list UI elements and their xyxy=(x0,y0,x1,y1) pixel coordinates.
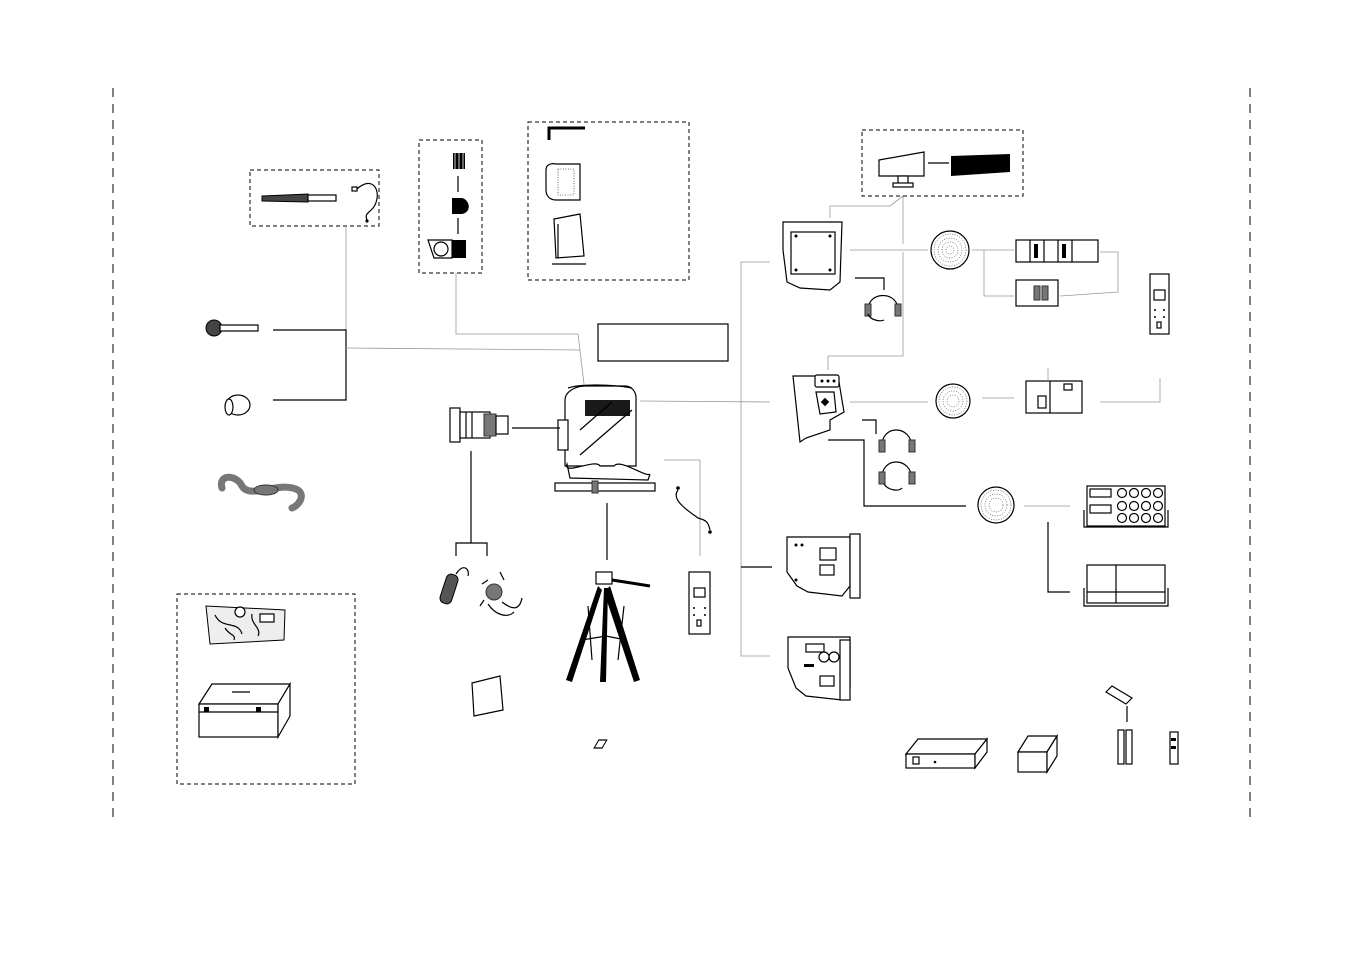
video-monitor-console-icon xyxy=(1083,564,1169,607)
viewfinder-accessory-group xyxy=(861,129,1024,197)
mic-cable-icon xyxy=(351,182,378,223)
cable-icon xyxy=(675,486,712,534)
camera-head-icon xyxy=(554,384,656,494)
fiber-cable-drum-2-icon xyxy=(935,383,971,419)
rain-cover-icon xyxy=(205,605,286,645)
hand-microphone-icon xyxy=(205,319,259,337)
focus-demand-icon xyxy=(479,571,523,616)
camera-adaptor-top-icon xyxy=(782,221,843,291)
wind-screen-icon xyxy=(224,394,251,416)
camera-adaptor-lower-2-icon xyxy=(787,636,851,701)
fiber-cable-drum-3-icon xyxy=(977,486,1015,524)
case-accessory-group xyxy=(176,593,356,785)
intercom-headset-3-icon xyxy=(878,461,916,491)
hand-grip-icon xyxy=(545,163,581,201)
viewfinder-icon xyxy=(878,151,925,188)
remote-panel-icon xyxy=(688,571,711,635)
carrying-case-icon xyxy=(197,681,292,740)
battery-charger-icon xyxy=(593,733,1059,775)
battery-pack-icon xyxy=(1105,685,1179,765)
viewfinder-hood-icon xyxy=(951,154,1010,176)
microphone-accessory-group xyxy=(249,169,380,227)
manual-icon xyxy=(552,213,586,265)
shoulder-strap-icon xyxy=(217,473,305,512)
label-box xyxy=(597,323,729,362)
system-control-icon xyxy=(1015,279,1059,307)
control-console-icon xyxy=(1083,485,1169,528)
eyecup-rubber-icon xyxy=(453,153,465,169)
camera-adaptor-middle-icon xyxy=(792,374,845,444)
camera-processor-icon xyxy=(1025,380,1083,414)
zoom-demand-icon xyxy=(439,567,469,605)
hex-wrench-icon xyxy=(547,126,585,140)
fiber-cable-drum-1-icon xyxy=(930,230,970,270)
intercom-headset-2-icon xyxy=(878,429,916,453)
lens-manual-icon xyxy=(471,675,504,717)
intercom-headset-1-icon xyxy=(864,295,902,322)
eyecup-assembly-icon xyxy=(427,239,466,259)
remote-control-panel-icon xyxy=(1149,273,1170,335)
tripod-icon xyxy=(566,571,651,682)
shotgun-microphone-icon xyxy=(261,193,337,203)
ac-adaptor-icon xyxy=(904,737,989,770)
eyecup-accessory-group xyxy=(418,139,483,274)
tool-accessory-group xyxy=(527,121,690,281)
zoom-lens-icon xyxy=(449,407,509,443)
eyecup-cap-icon xyxy=(452,198,469,214)
camera-adaptor-lower-1-icon xyxy=(786,533,861,599)
rack-unit-icon xyxy=(1015,239,1099,263)
